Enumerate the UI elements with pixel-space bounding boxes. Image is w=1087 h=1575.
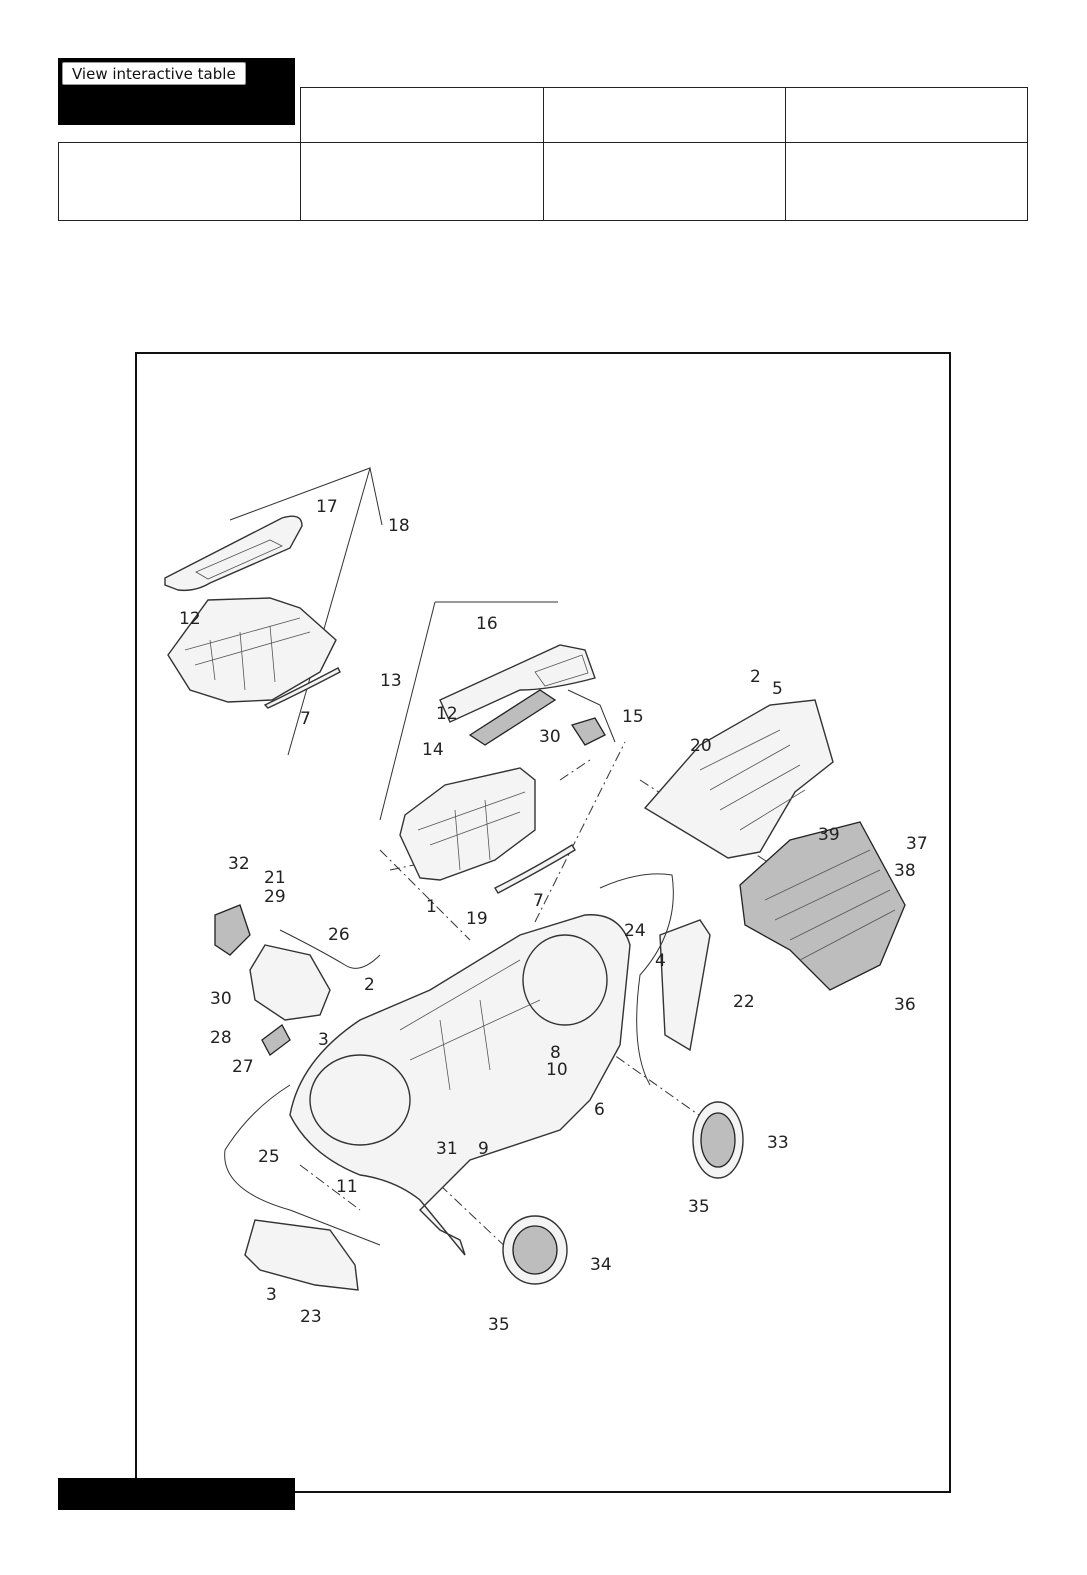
callout-35: 35 — [688, 1197, 710, 1217]
callout-8: 8 — [550, 1043, 561, 1063]
callout-34: 34 — [590, 1255, 612, 1275]
table-cell — [784, 87, 1029, 143]
callout-16: 16 — [476, 614, 498, 634]
callout-25: 25 — [258, 1147, 280, 1167]
callout-32: 32 — [228, 854, 250, 874]
callout-12: 12 — [179, 609, 201, 629]
callout-1: 1 — [426, 897, 437, 917]
view-interactive-table-button[interactable]: View interactive table — [62, 62, 246, 85]
callout-14: 14 — [422, 740, 444, 760]
callout-2: 2 — [364, 975, 375, 995]
part-14-bracket — [468, 689, 557, 746]
callout-19: 19 — [466, 909, 488, 929]
table-cell — [58, 87, 302, 143]
part-17-cover — [164, 515, 303, 592]
callout-35: 35 — [488, 1315, 510, 1335]
callout-17: 17 — [316, 497, 338, 517]
callout-30: 30 — [539, 727, 561, 747]
table-cell — [784, 142, 1029, 221]
part-19-fairing — [289, 914, 631, 1256]
callout-10: 10 — [546, 1060, 568, 1080]
callout-3: 3 — [266, 1285, 277, 1305]
part-27-sensor — [261, 1024, 291, 1056]
callout-4: 4 — [655, 951, 666, 971]
part-23-lower-cover — [244, 1219, 359, 1291]
table-cell — [300, 87, 544, 143]
part-18-housing — [167, 597, 341, 709]
callout-39: 39 — [818, 825, 840, 845]
table-row — [58, 87, 1029, 143]
callout-5: 5 — [772, 679, 783, 699]
callout-6: 6 — [594, 1100, 605, 1120]
callout-28: 28 — [210, 1028, 232, 1048]
part-34-speaker — [502, 1215, 568, 1285]
part-15-module — [570, 717, 606, 746]
callout-33: 33 — [767, 1133, 789, 1153]
diagram-frame — [135, 352, 951, 1493]
part-16-cover — [439, 644, 596, 723]
callout-20: 20 — [690, 736, 712, 756]
table-cell — [300, 142, 544, 221]
callout-12: 12 — [436, 704, 458, 724]
callout-26: 26 — [328, 925, 350, 945]
table-cell — [542, 142, 786, 221]
callout-15: 15 — [622, 707, 644, 727]
callout-2: 2 — [750, 667, 761, 687]
callout-24: 24 — [624, 921, 646, 941]
callout-38: 38 — [894, 861, 916, 881]
wiring — [224, 873, 674, 1246]
callout-31: 31 — [436, 1139, 458, 1159]
callout-11: 11 — [336, 1177, 358, 1197]
table-cell — [57, 142, 302, 221]
callout-29: 29 — [264, 887, 286, 907]
callout-9: 9 — [478, 1139, 489, 1159]
table-row — [57, 142, 1029, 221]
callout-3: 3 — [318, 1030, 329, 1050]
callout-22: 22 — [733, 992, 755, 1012]
part-21-box — [214, 904, 331, 1021]
part-22-trim — [659, 919, 711, 1052]
spec-table — [57, 87, 1029, 221]
callout-21: 21 — [264, 868, 286, 888]
part-13-housing — [399, 767, 576, 894]
footer-bar — [58, 1478, 295, 1510]
callout-27: 27 — [232, 1057, 254, 1077]
callout-7: 7 — [300, 709, 311, 729]
callout-18: 18 — [388, 516, 410, 536]
callout-labels: 1 2 2 3 3 4 5 6 7 7 8 9 10 11 12 12 13 1… — [179, 497, 928, 1335]
callout-7: 7 — [533, 891, 544, 911]
part-33-speaker — [692, 1101, 744, 1179]
callout-30: 30 — [210, 989, 232, 1009]
callout-13: 13 — [380, 671, 402, 691]
part-36-amplifier — [739, 821, 906, 991]
callout-37: 37 — [906, 834, 928, 854]
part-20-plate — [643, 699, 834, 859]
callout-36: 36 — [894, 995, 916, 1015]
callout-23: 23 — [300, 1307, 322, 1327]
